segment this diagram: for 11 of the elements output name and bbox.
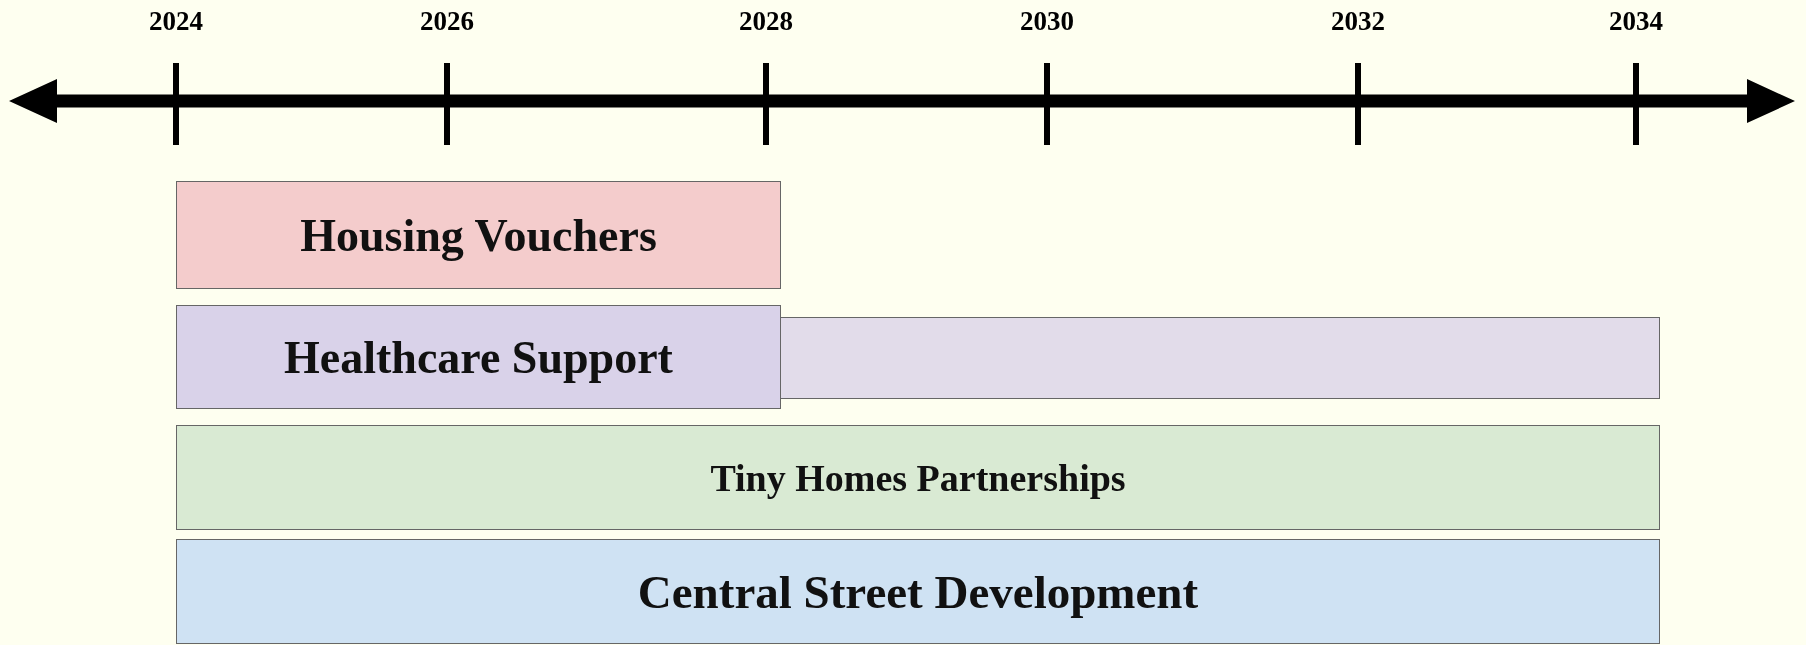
timeline-bar	[780, 317, 1660, 399]
year-label: 2030	[1020, 6, 1074, 37]
year-label: 2024	[149, 6, 203, 37]
program-bar: Healthcare Support	[176, 305, 781, 409]
program-bar: Tiny Homes Partnerships	[176, 425, 1660, 530]
program-bar: Housing Vouchers	[176, 181, 781, 289]
year-label: 2028	[739, 6, 793, 37]
year-label: 2026	[420, 6, 474, 37]
program-bar: Central Street Development	[176, 539, 1660, 644]
year-label: 2034	[1609, 6, 1663, 37]
year-label: 2032	[1331, 6, 1385, 37]
